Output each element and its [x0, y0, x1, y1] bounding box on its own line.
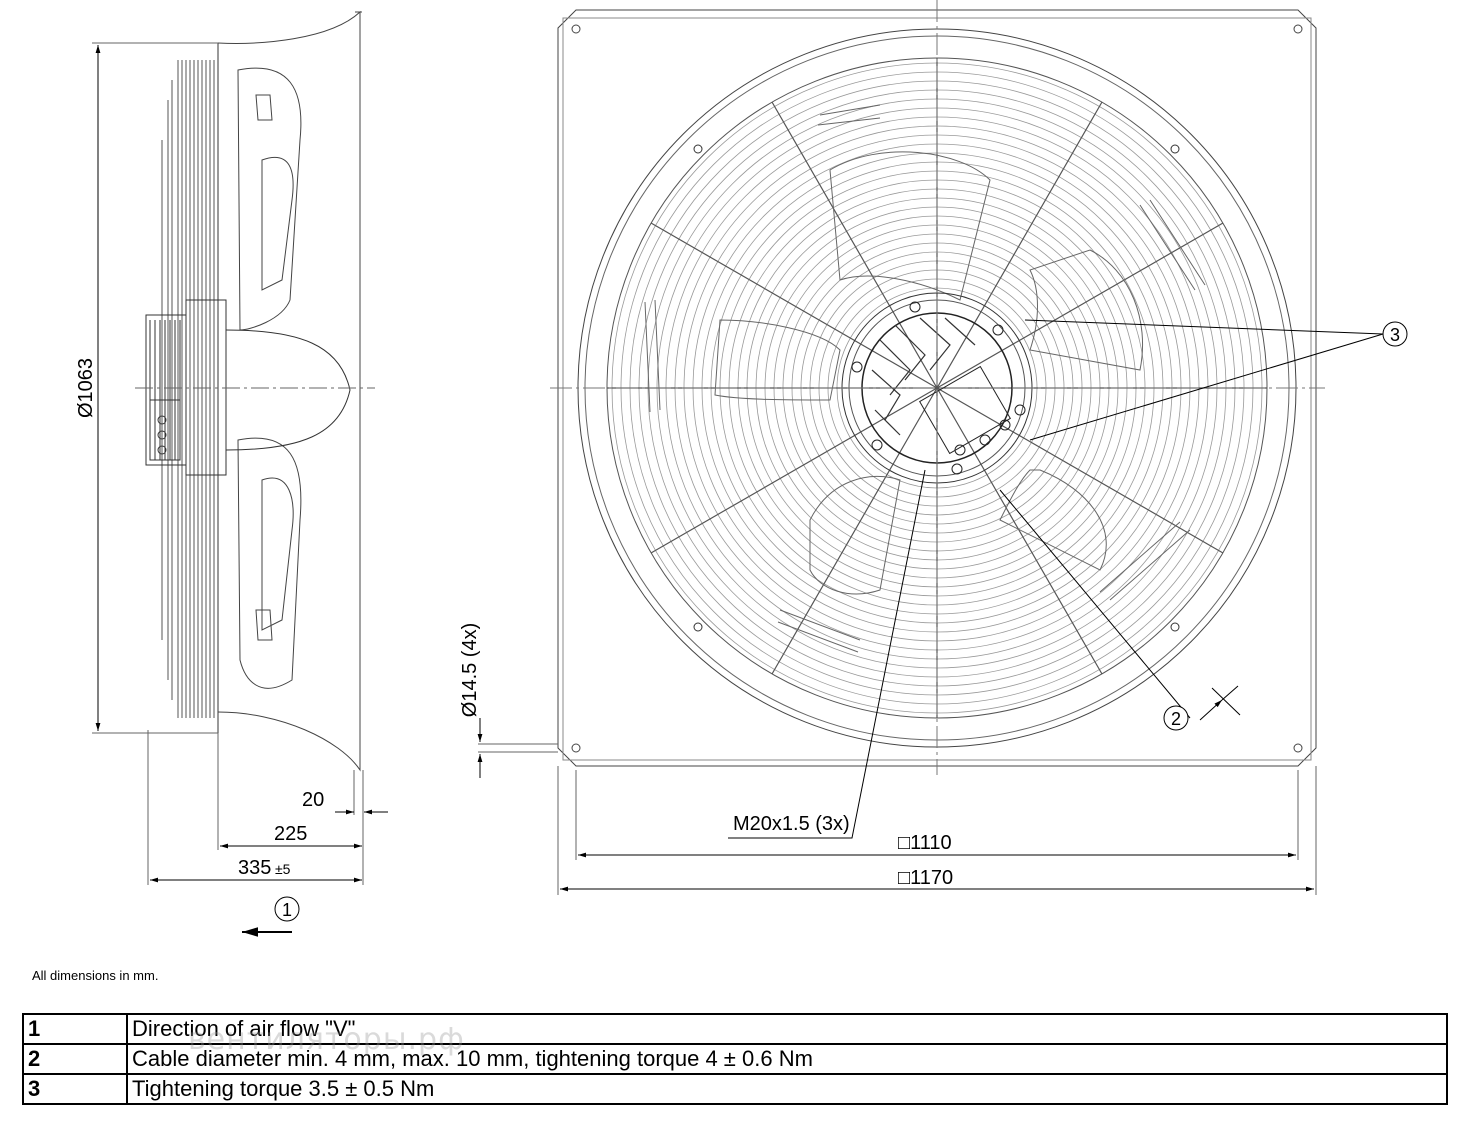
side-dimensions [95, 45, 388, 937]
technical-drawing: Ø1063 20 225 335 ±5 1 [75, 0, 1408, 937]
legend-number: 3 [22, 1073, 128, 1105]
front-dimensions [477, 319, 1384, 892]
dim-hole-label: Ø14.5 (4x) [459, 623, 481, 717]
dim-1170-label: □1170 [898, 867, 953, 889]
callout-3-circle [1382, 321, 1408, 347]
hub-screws [851, 301, 1026, 475]
dim-diameter-label: Ø1063 [75, 358, 97, 418]
callout-3-leader-b [1029, 333, 1384, 441]
legend-text: Direction of air flow "V" [126, 1013, 1448, 1045]
callout-2-circle [1163, 705, 1189, 731]
mounting-plate [557, 9, 1317, 767]
dim-20-label: 20 [302, 789, 324, 811]
side-view [92, 10, 375, 885]
front-blades [644, 104, 1206, 653]
dim-1110-label: □1110 [898, 832, 952, 854]
cable-glands [954, 419, 1011, 456]
thread-leader [728, 469, 926, 839]
front-view [478, 0, 1325, 895]
callout-3-leader-a [1024, 319, 1384, 335]
legend-text: Cable diameter min. 4 mm, max. 10 mm, ti… [126, 1043, 1448, 1075]
side-housing-flange [217, 10, 361, 772]
mounting-holes [571, 24, 1303, 753]
legend-row: 1 Direction of air flow "V" [22, 1013, 1448, 1045]
terminal-box [919, 365, 1011, 455]
callout-2-label: 2 [1171, 709, 1181, 729]
thread-label: M20x1.5 (3x) [733, 813, 850, 835]
side-blades [237, 67, 302, 689]
motor-fins [871, 317, 976, 436]
callout-1-label: 1 [282, 900, 292, 920]
legend-row: 3 Tightening torque 3.5 ± 0.5 Nm [22, 1073, 1448, 1105]
dim-335-tolerance: ±5 [275, 861, 291, 877]
legend-table: 1 Direction of air flow "V" 2 Cable diam… [22, 1013, 1448, 1105]
legend-text: Tightening torque 3.5 ± 0.5 Nm [126, 1073, 1448, 1105]
callout-2-leader [999, 489, 1191, 719]
guard-screws [693, 144, 1180, 632]
callout-3-label: 3 [1390, 325, 1400, 345]
legend-number: 1 [22, 1013, 128, 1045]
dim-225-label: 225 [274, 823, 307, 845]
legend-row: 2 Cable diameter min. 4 mm, max. 10 mm, … [22, 1043, 1448, 1075]
dim-335-label: 335 [238, 857, 271, 879]
side-motor [145, 299, 351, 476]
guard-spokes [607, 58, 1267, 718]
callout-1-circle [274, 896, 300, 922]
units-note: All dimensions in mm. [32, 968, 159, 983]
legend-number: 2 [22, 1043, 128, 1075]
